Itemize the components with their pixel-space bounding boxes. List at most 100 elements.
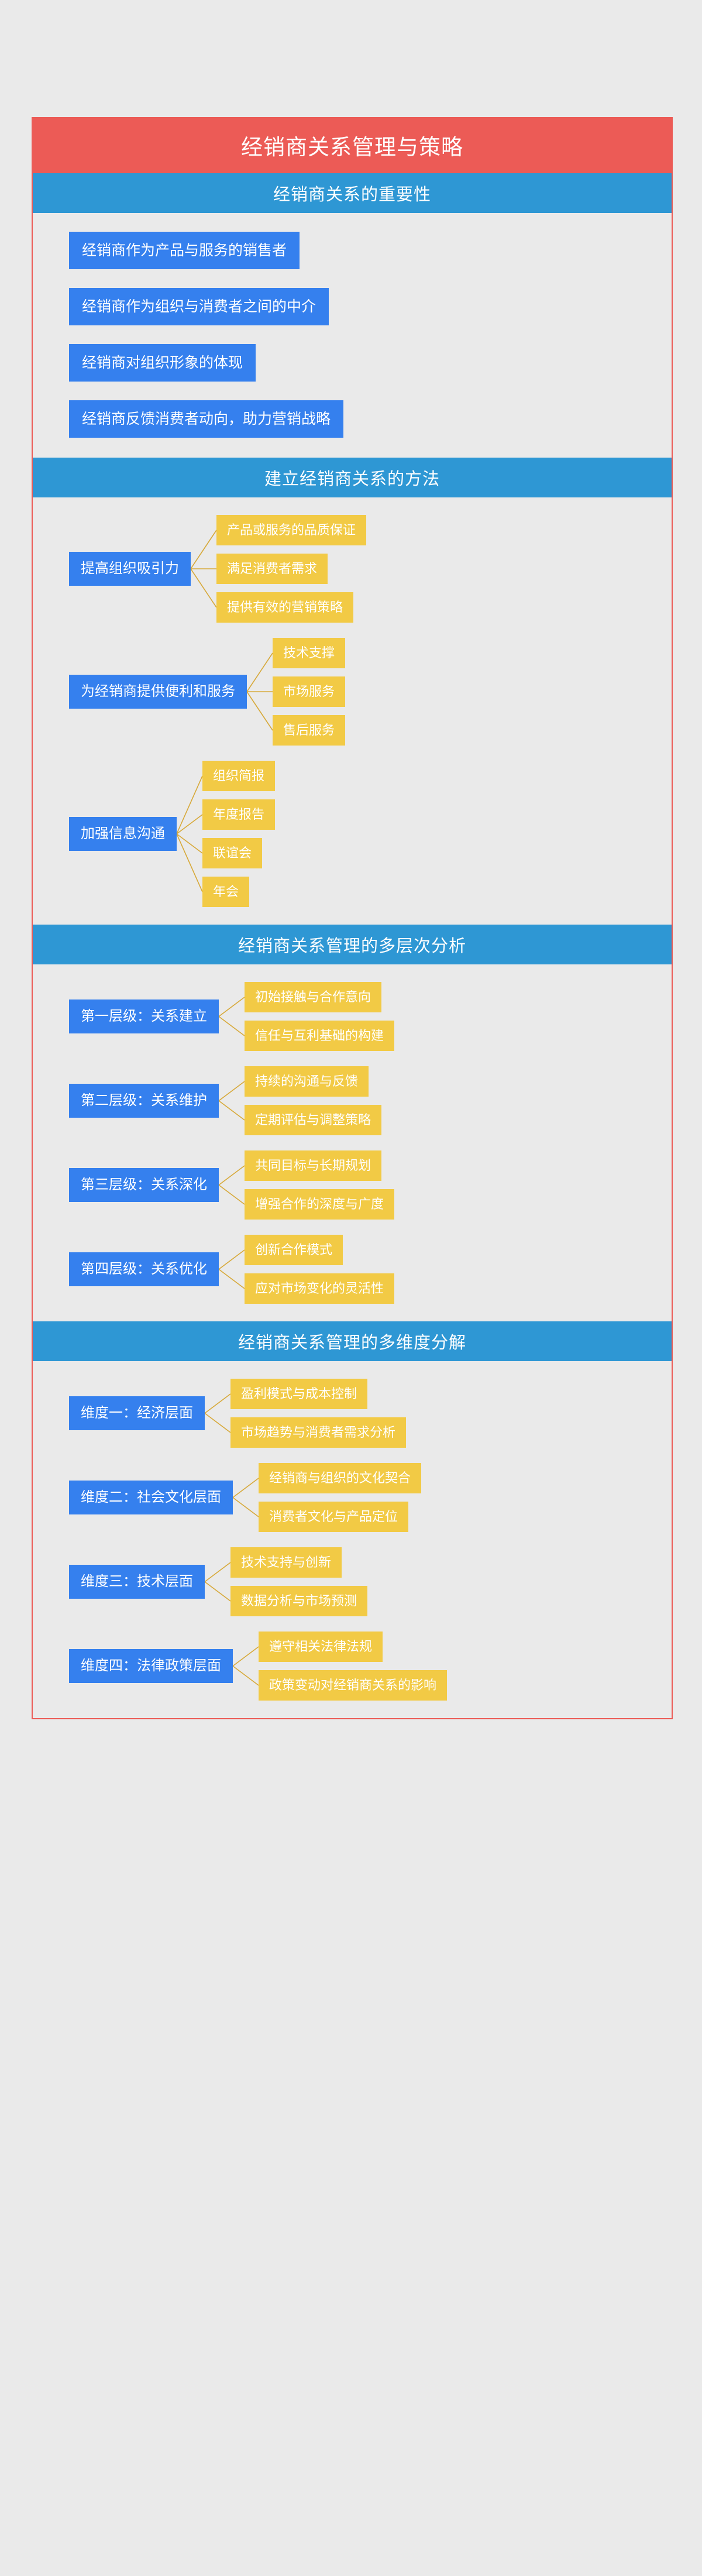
page-title: 经销商关系管理与策略 bbox=[241, 135, 463, 159]
branch-connector bbox=[177, 761, 202, 907]
parent-node[interactable]: 加强信息沟通 bbox=[69, 817, 177, 851]
list-item[interactable]: 经销商作为组织与消费者之间的中介 bbox=[69, 288, 329, 325]
parent-node[interactable]: 维度二：社会文化层面 bbox=[69, 1481, 233, 1514]
section-header-label: 经销商关系的重要性 bbox=[273, 186, 431, 204]
branch-connector bbox=[219, 1235, 245, 1304]
parent-node[interactable]: 为经销商提供便利和服务 bbox=[69, 675, 247, 709]
mindmap-branch: 维度三：技术层面技术支持与创新数据分析与市场预测 bbox=[69, 1547, 672, 1616]
children-column: 技术支持与创新数据分析与市场预测 bbox=[230, 1547, 368, 1616]
child-node[interactable]: 初始接触与合作意向 bbox=[245, 982, 382, 1012]
section-body: 提高组织吸引力产品或服务的品质保证满足消费者需求提供有效的营销策略为经销商提供便… bbox=[33, 497, 672, 925]
parent-node[interactable]: 维度三：技术层面 bbox=[69, 1565, 205, 1599]
branch-connector bbox=[233, 1463, 259, 1532]
children-column: 技术支撑市场服务售后服务 bbox=[273, 638, 346, 746]
sections-container: 经销商关系的重要性经销商作为产品与服务的销售者经销商作为组织与消费者之间的中介经… bbox=[33, 173, 672, 1718]
branch-parent-wrapper: 第三层级：关系深化 bbox=[69, 1168, 219, 1202]
section-header: 经销商关系管理的多维度分解 bbox=[33, 1321, 672, 1361]
mindmap-branch: 维度四：法律政策层面遵守相关法律法规政策变动对经销商关系的影响 bbox=[69, 1632, 672, 1701]
mindmap-branch: 第二层级：关系维护持续的沟通与反馈定期评估与调整策略 bbox=[69, 1066, 672, 1135]
list-item-row: 经销商对组织形象的体现 bbox=[33, 344, 672, 400]
branch-parent-wrapper: 第一层级：关系建立 bbox=[69, 1000, 219, 1033]
parent-node[interactable]: 维度一：经济层面 bbox=[69, 1396, 205, 1430]
list-item[interactable]: 经销商对组织形象的体现 bbox=[69, 344, 256, 382]
branch-parent-wrapper: 维度一：经济层面 bbox=[69, 1396, 205, 1430]
children-column: 初始接触与合作意向信任与互利基础的构建 bbox=[245, 982, 395, 1051]
section-header: 经销商关系管理的多层次分析 bbox=[33, 925, 672, 964]
branch-parent-wrapper: 为经销商提供便利和服务 bbox=[69, 675, 247, 709]
child-node[interactable]: 政策变动对经销商关系的影响 bbox=[259, 1670, 448, 1701]
list-item-row: 经销商作为组织与消费者之间的中介 bbox=[33, 288, 672, 344]
branch-parent-wrapper: 维度三：技术层面 bbox=[69, 1565, 205, 1599]
child-node[interactable]: 遵守相关法律法规 bbox=[259, 1632, 383, 1662]
section-header-label: 建立经销商关系的方法 bbox=[264, 470, 440, 489]
children-column: 遵守相关法律法规政策变动对经销商关系的影响 bbox=[259, 1632, 448, 1701]
branch-connector bbox=[219, 1066, 245, 1135]
child-node[interactable]: 共同目标与长期规划 bbox=[245, 1150, 382, 1181]
section-header-label: 经销商关系管理的多维度分解 bbox=[238, 1334, 466, 1352]
child-node[interactable]: 创新合作模式 bbox=[245, 1235, 343, 1265]
child-node[interactable]: 技术支持与创新 bbox=[230, 1547, 342, 1578]
child-node[interactable]: 售后服务 bbox=[273, 715, 346, 746]
child-node[interactable]: 技术支撑 bbox=[273, 638, 346, 668]
branch-connector bbox=[219, 1150, 245, 1220]
parent-node[interactable]: 第二层级：关系维护 bbox=[69, 1084, 219, 1118]
list-item[interactable]: 经销商作为产品与服务的销售者 bbox=[69, 232, 300, 269]
mindmap-branch: 第四层级：关系优化创新合作模式应对市场变化的灵活性 bbox=[69, 1235, 672, 1304]
mindmap-branch: 维度一：经济层面盈利模式与成本控制市场趋势与消费者需求分析 bbox=[69, 1379, 672, 1448]
child-node[interactable]: 产品或服务的品质保证 bbox=[216, 515, 367, 545]
children-column: 组织简报年度报告联谊会年会 bbox=[202, 761, 276, 907]
child-node[interactable]: 提供有效的营销策略 bbox=[216, 592, 354, 623]
branch-parent-wrapper: 维度二：社会文化层面 bbox=[69, 1481, 233, 1514]
section-body: 第一层级：关系建立初始接触与合作意向信任与互利基础的构建第二层级：关系维护持续的… bbox=[33, 964, 672, 1321]
branch-connector bbox=[233, 1632, 259, 1701]
child-node[interactable]: 市场服务 bbox=[273, 676, 346, 707]
child-node[interactable]: 持续的沟通与反馈 bbox=[245, 1066, 369, 1097]
mindmap-card: 经销商关系管理与策略 经销商关系的重要性经销商作为产品与服务的销售者经销商作为组… bbox=[32, 117, 673, 1719]
children-column: 共同目标与长期规划增强合作的深度与广度 bbox=[245, 1150, 395, 1220]
section-header-label: 经销商关系管理的多层次分析 bbox=[238, 937, 466, 956]
child-node[interactable]: 年度报告 bbox=[202, 799, 276, 830]
parent-node[interactable]: 第四层级：关系优化 bbox=[69, 1252, 219, 1286]
branch-connector bbox=[191, 515, 216, 623]
child-node[interactable]: 增强合作的深度与广度 bbox=[245, 1189, 395, 1220]
list-item[interactable]: 经销商反馈消费者动向，助力营销战略 bbox=[69, 400, 344, 438]
section-body: 经销商作为产品与服务的销售者经销商作为组织与消费者之间的中介经销商对组织形象的体… bbox=[33, 213, 672, 458]
mindmap-branch: 提高组织吸引力产品或服务的品质保证满足消费者需求提供有效的营销策略 bbox=[69, 515, 672, 623]
child-node[interactable]: 联谊会 bbox=[202, 838, 263, 868]
child-node[interactable]: 消费者文化与产品定位 bbox=[259, 1502, 409, 1532]
branch-parent-wrapper: 加强信息沟通 bbox=[69, 817, 177, 851]
parent-node[interactable]: 提高组织吸引力 bbox=[69, 552, 191, 586]
child-node[interactable]: 经销商与组织的文化契合 bbox=[259, 1463, 422, 1493]
parent-node[interactable]: 第一层级：关系建立 bbox=[69, 1000, 219, 1033]
mindmap-branch: 第三层级：关系深化共同目标与长期规划增强合作的深度与广度 bbox=[69, 1150, 672, 1220]
branch-connector bbox=[205, 1547, 230, 1616]
child-node[interactable]: 应对市场变化的灵活性 bbox=[245, 1273, 395, 1304]
section-body: 维度一：经济层面盈利模式与成本控制市场趋势与消费者需求分析维度二：社会文化层面经… bbox=[33, 1361, 672, 1718]
section-header: 建立经销商关系的方法 bbox=[33, 458, 672, 497]
children-column: 产品或服务的品质保证满足消费者需求提供有效的营销策略 bbox=[216, 515, 367, 623]
mindmap-branch: 维度二：社会文化层面经销商与组织的文化契合消费者文化与产品定位 bbox=[69, 1463, 672, 1532]
child-node[interactable]: 信任与互利基础的构建 bbox=[245, 1021, 395, 1051]
mindmap-branch: 第一层级：关系建立初始接触与合作意向信任与互利基础的构建 bbox=[69, 982, 672, 1051]
mindmap-branch: 加强信息沟通组织简报年度报告联谊会年会 bbox=[69, 761, 672, 907]
branch-connector bbox=[205, 1379, 230, 1448]
branch-parent-wrapper: 维度四：法律政策层面 bbox=[69, 1649, 233, 1683]
child-node[interactable]: 数据分析与市场预测 bbox=[230, 1586, 368, 1616]
child-node[interactable]: 盈利模式与成本控制 bbox=[230, 1379, 368, 1409]
child-node[interactable]: 组织简报 bbox=[202, 761, 276, 791]
branch-connector bbox=[247, 638, 273, 746]
list-item-row: 经销商反馈消费者动向，助力营销战略 bbox=[33, 400, 672, 438]
children-column: 持续的沟通与反馈定期评估与调整策略 bbox=[245, 1066, 382, 1135]
document-title-bar: 经销商关系管理与策略 bbox=[33, 117, 672, 173]
children-column: 盈利模式与成本控制市场趋势与消费者需求分析 bbox=[230, 1379, 407, 1448]
child-node[interactable]: 年会 bbox=[202, 877, 250, 907]
branch-connector bbox=[219, 982, 245, 1051]
child-node[interactable]: 满足消费者需求 bbox=[216, 554, 328, 584]
parent-node[interactable]: 维度四：法律政策层面 bbox=[69, 1649, 233, 1683]
child-node[interactable]: 市场趋势与消费者需求分析 bbox=[230, 1417, 407, 1448]
children-column: 创新合作模式应对市场变化的灵活性 bbox=[245, 1235, 395, 1304]
parent-node[interactable]: 第三层级：关系深化 bbox=[69, 1168, 219, 1202]
child-node[interactable]: 定期评估与调整策略 bbox=[245, 1105, 382, 1135]
section-header: 经销商关系的重要性 bbox=[33, 173, 672, 213]
branch-parent-wrapper: 第二层级：关系维护 bbox=[69, 1084, 219, 1118]
